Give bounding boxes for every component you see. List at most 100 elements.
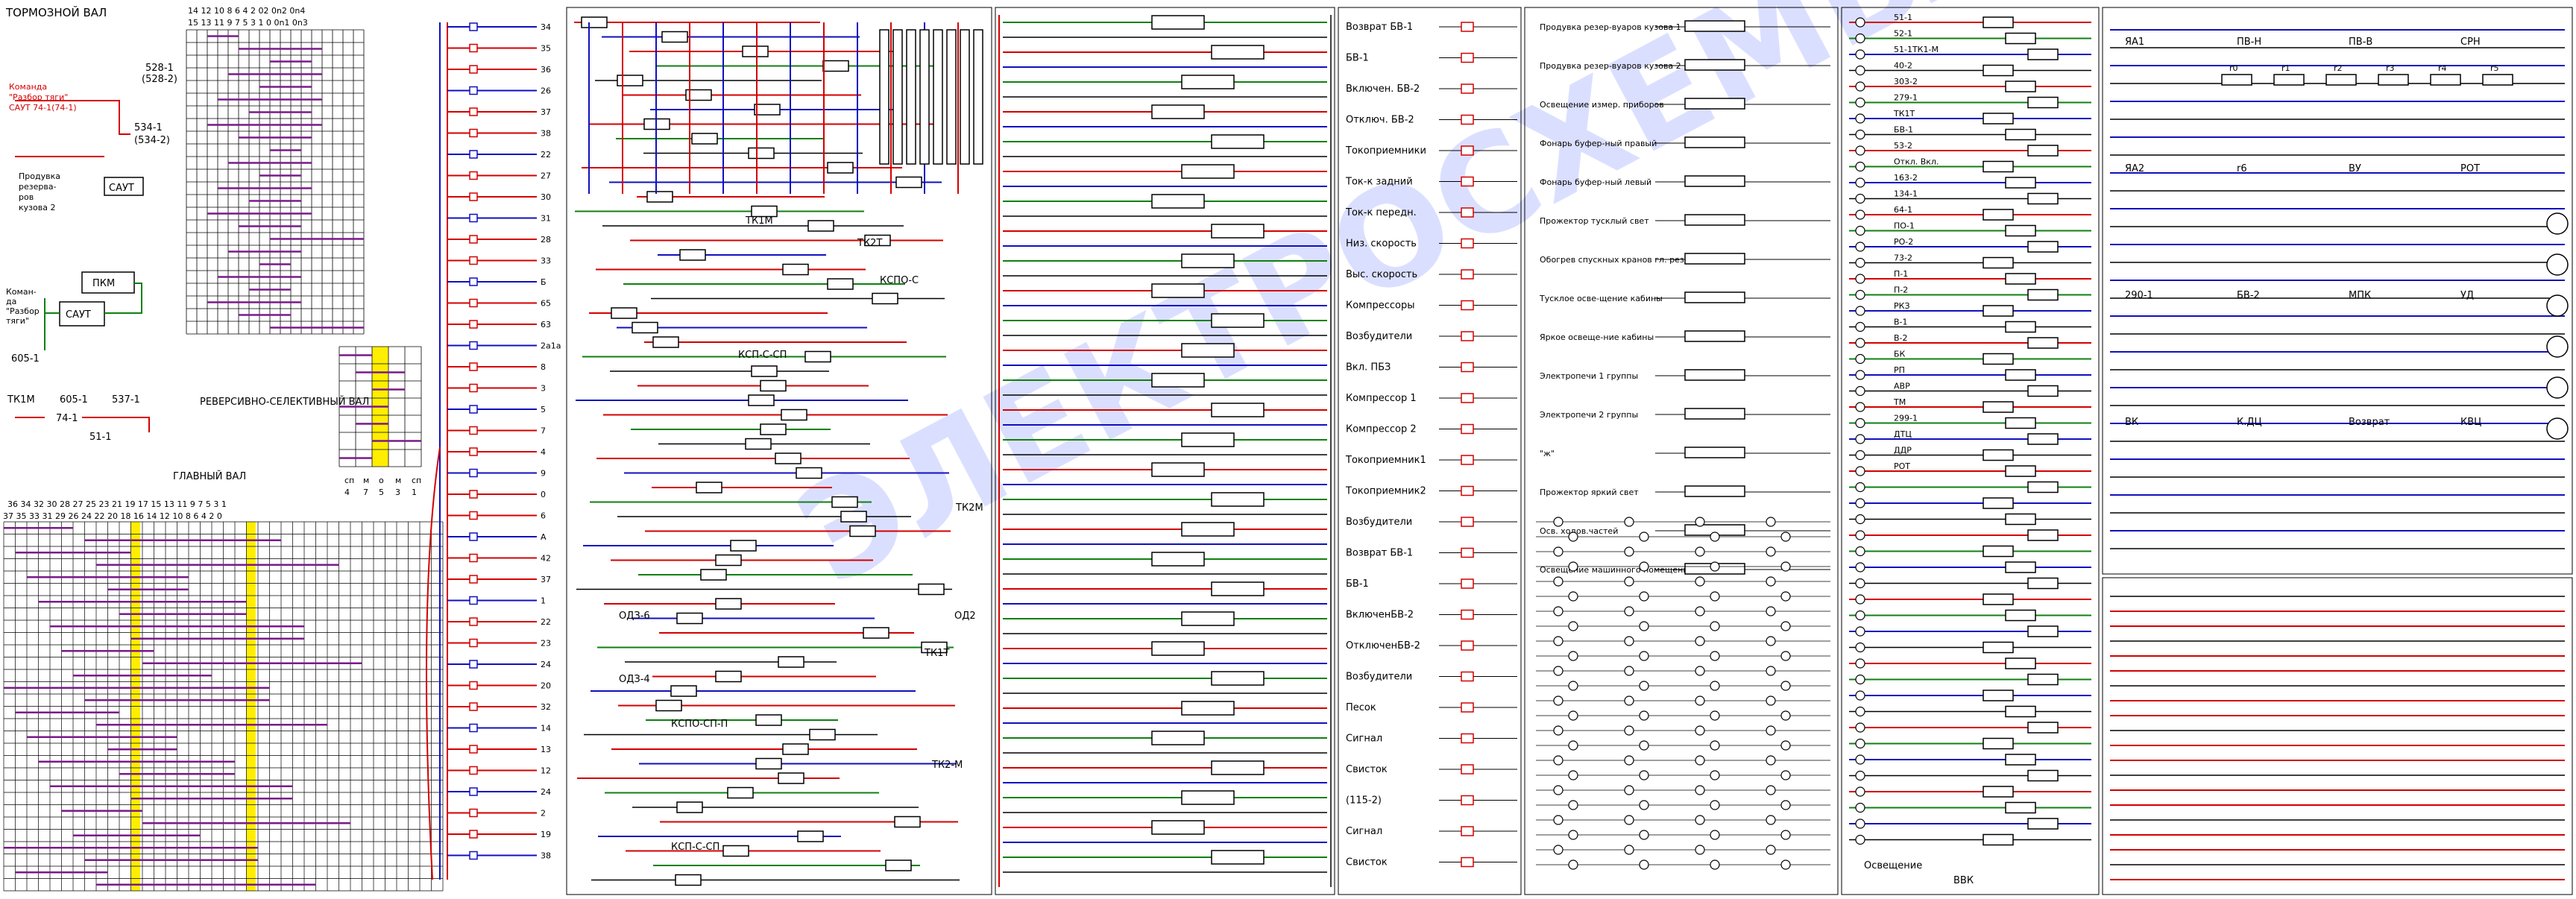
brake-red-wires bbox=[15, 100, 130, 157]
right-lamp bbox=[1855, 370, 1865, 380]
command-line-3: САУТ 74-1(74-1) bbox=[9, 103, 77, 113]
right-relay-box bbox=[2027, 529, 2059, 541]
label-51-1: 51-1 bbox=[89, 432, 112, 443]
lamp-symbol bbox=[1766, 606, 1776, 616]
relay-box bbox=[581, 16, 608, 28]
command-line-2: "Разбор тяги" bbox=[9, 92, 68, 102]
bus-wire-number: 65 bbox=[541, 299, 551, 309]
lamp-symbol bbox=[1624, 695, 1634, 706]
right-lamp bbox=[1855, 33, 1865, 44]
bus-contact bbox=[469, 235, 478, 244]
rev-num-3: 5 bbox=[379, 488, 384, 497]
legend-mid-item: Продувка резер-вуаров кузова 1 bbox=[1540, 22, 1681, 32]
center-relay-box bbox=[1151, 552, 1205, 567]
right-relay-box bbox=[1983, 449, 2014, 461]
right-lamp bbox=[1855, 562, 1865, 572]
relay-coil-vertical bbox=[933, 29, 943, 165]
relay-box bbox=[885, 859, 912, 871]
resistor-label: r2 bbox=[2334, 63, 2343, 73]
lamp-symbol bbox=[1624, 636, 1634, 646]
relay-box bbox=[676, 612, 703, 625]
right-relay-box bbox=[2027, 722, 2059, 734]
relay-coil-vertical bbox=[960, 29, 970, 165]
right-lamp bbox=[1855, 610, 1865, 621]
legend-left-item: БВ-1 bbox=[1346, 578, 1369, 590]
far-right-label: r6 bbox=[2237, 163, 2247, 174]
command-line-1: Команда bbox=[9, 82, 47, 92]
bus-contact bbox=[469, 575, 478, 584]
relay-box bbox=[685, 89, 712, 101]
middle-left-wires bbox=[574, 16, 983, 886]
reverse-shaft-grid bbox=[338, 346, 422, 467]
relay-box bbox=[700, 569, 727, 581]
right-panel-label: РОТ bbox=[1894, 461, 1910, 471]
legend-mid-box bbox=[1684, 175, 1745, 187]
legend-left-item: ВключенБВ-2 bbox=[1346, 610, 1414, 621]
legend-left-item: Компрессоры bbox=[1346, 300, 1415, 312]
relay-box bbox=[696, 482, 722, 493]
right-panel-label: 64-1 bbox=[1894, 205, 1912, 215]
lamp-symbol bbox=[1553, 606, 1563, 616]
relay-box bbox=[918, 583, 945, 596]
legend-mid-box bbox=[1684, 369, 1745, 381]
legend-left-contact bbox=[1461, 826, 1474, 836]
legend-left-item: Возврат БВ-1 bbox=[1346, 548, 1413, 559]
rev-col-3: о bbox=[379, 476, 384, 485]
lamp-symbol bbox=[1553, 636, 1563, 646]
relay-box bbox=[715, 598, 742, 610]
lamp-symbol bbox=[1780, 531, 1791, 542]
bus-contact bbox=[469, 511, 478, 520]
lamp-symbol bbox=[1639, 591, 1649, 602]
right-panel-label: В-1 bbox=[1894, 318, 1908, 327]
resistor-label: r4 bbox=[2438, 63, 2447, 73]
legend-mid-box bbox=[1684, 330, 1745, 342]
right-lamp bbox=[1855, 738, 1865, 749]
right-panel-label: ТМ bbox=[1893, 397, 1906, 407]
center-wires bbox=[998, 15, 1332, 887]
reservoir-line-1: Продувка bbox=[19, 171, 60, 181]
legend-left-item: Включен. БВ-2 bbox=[1346, 83, 1420, 95]
bus-wire-number: 24 bbox=[541, 660, 551, 669]
bus-wire-number: 23 bbox=[541, 639, 551, 649]
bus-wire-number: 4 bbox=[541, 447, 546, 457]
right-relay-box bbox=[2027, 481, 2059, 493]
bus-contact bbox=[469, 553, 478, 563]
relay-box bbox=[804, 350, 831, 363]
bus-contact bbox=[469, 490, 478, 499]
bus-contact bbox=[469, 468, 478, 478]
lamp-symbol bbox=[1766, 636, 1776, 646]
right-lamp bbox=[1855, 321, 1865, 332]
relay-box bbox=[796, 467, 822, 479]
bus-contact bbox=[469, 341, 478, 350]
right-panel: 51-152-151-1ТК1-М40-2303-2279-1ТК1ТБВ-15… bbox=[1841, 7, 2100, 895]
command2-line-1: Коман- bbox=[6, 287, 37, 297]
resistor-label: r1 bbox=[2281, 63, 2290, 73]
lamp-symbol bbox=[1780, 591, 1791, 602]
legend-left-contact bbox=[1461, 238, 1474, 249]
meter-symbol bbox=[2546, 335, 2569, 358]
right-lamp bbox=[1855, 17, 1865, 28]
relay-box bbox=[797, 830, 824, 842]
right-lamp bbox=[1855, 754, 1865, 765]
bus-wire-number: 6 bbox=[541, 511, 546, 521]
lighting-label: Освещение bbox=[1864, 860, 1922, 871]
bus-contact bbox=[469, 830, 478, 839]
legend-left-contact bbox=[1461, 517, 1474, 527]
right-lamp bbox=[1855, 514, 1865, 525]
legend-left-contact bbox=[1461, 114, 1474, 125]
legend-left-contact bbox=[1461, 423, 1474, 435]
relay-box bbox=[827, 278, 854, 290]
lamp-symbol bbox=[1766, 546, 1776, 557]
center-relay-box bbox=[1151, 283, 1205, 298]
bus-contact bbox=[469, 43, 478, 53]
legend-left-contact bbox=[1461, 857, 1474, 868]
relay-box bbox=[755, 757, 782, 770]
legend-left-contact bbox=[1461, 393, 1474, 403]
lamp-symbol bbox=[1568, 770, 1578, 780]
legend-left-frame bbox=[1338, 7, 1522, 895]
right-lamp bbox=[1855, 113, 1865, 124]
brake-shaft-numbers: 15 13 11 9 7 5 3 1 0 0n1 0n3 bbox=[188, 18, 308, 28]
right-relay-box bbox=[2005, 81, 2036, 92]
relay-box bbox=[655, 699, 682, 712]
tag-tk2m: ТК2М bbox=[955, 502, 983, 514]
